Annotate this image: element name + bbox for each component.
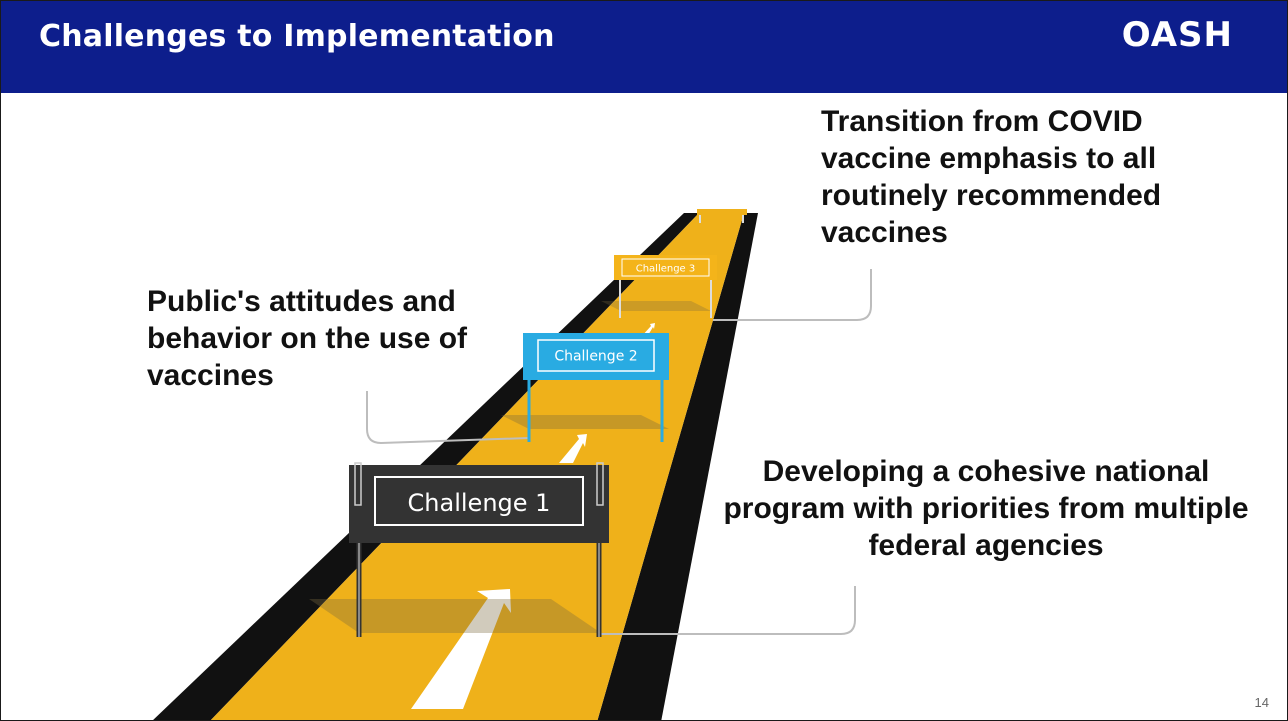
sign-1: Challenge 1 — [349, 462, 609, 637]
callout-national-program: Developing a cohesive national program w… — [723, 455, 1249, 562]
road-right-edge — [597, 213, 758, 720]
callout-public-attitudes: Public's attitudes and behavior on the u… — [147, 285, 468, 392]
slide-title: Challenges to Implementation — [39, 19, 555, 54]
oash-logo: OASH — [1121, 15, 1233, 55]
callout-transition: Transition from COVID vaccine emphasis t… — [821, 105, 1162, 249]
connector-line-transition — [713, 269, 872, 321]
road-arrow-2 — [559, 434, 587, 463]
sign-1-shadow — [309, 599, 601, 633]
sign-3-shadow — [601, 301, 711, 311]
sign-2: Challenge 2 — [523, 333, 669, 442]
connector-line-national — [599, 586, 856, 635]
sign-2-shadow — [501, 415, 669, 429]
sign-3-label: Challenge 3 — [636, 264, 696, 275]
sign-4-distant — [697, 209, 747, 223]
slide-header: Challenges to Implementation OASH — [1, 1, 1287, 93]
page-number: 14 — [1254, 695, 1269, 710]
sign-3: Challenge 3 — [614, 255, 717, 318]
sign-1-label: Challenge 1 — [408, 489, 551, 517]
road-arrow-1 — [411, 589, 511, 709]
connector-line-public — [366, 391, 530, 445]
sign-2-label: Challenge 2 — [554, 349, 637, 365]
